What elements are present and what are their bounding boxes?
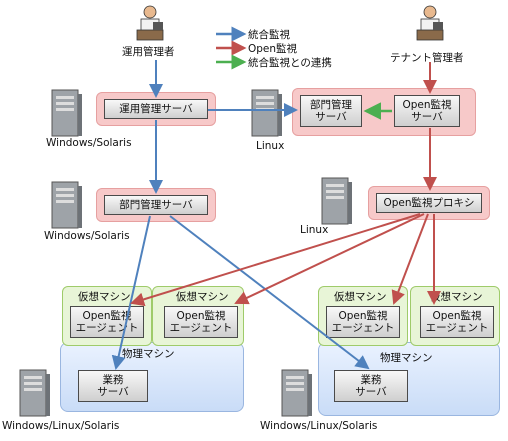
biz-left-line2: サーバ [97, 386, 129, 398]
os-label-wls2: Windows/Linux/Solaris [260, 420, 378, 432]
agent-right-1-line2: エージェント [331, 322, 395, 334]
dept-server-top-line1: 部門管理 [310, 98, 352, 111]
server-tower-icon [320, 176, 354, 229]
server-tower-icon [250, 88, 284, 141]
ops-server-label: 運用管理サーバ [119, 102, 193, 115]
agent-right-2-line1: Open監視 [432, 309, 482, 322]
open-server-line2: サーバ [411, 111, 443, 123]
agent-right-1-line1: Open監視 [338, 309, 388, 322]
open-server-line1: Open監視 [402, 98, 452, 111]
server-tower-icon [280, 368, 314, 421]
agent-left-1-line2: エージェント [75, 322, 139, 334]
server-tower-icon [18, 368, 52, 421]
os-label-linux1: Linux [256, 140, 285, 152]
biz-left-line1: 業務 [102, 373, 124, 386]
os-label-ws2: Windows/Solaris [44, 230, 130, 242]
agent-left-1[interactable]: Open監視 エージェント [70, 306, 144, 338]
vm-left-2-label: 仮想マシン [176, 291, 229, 303]
ops-admin-figure [132, 4, 168, 44]
biz-right-line2: サーバ [355, 386, 387, 398]
agent-left-2[interactable]: Open監視 エージェント [164, 306, 238, 338]
agent-right-2[interactable]: Open監視 エージェント [420, 306, 494, 338]
server-tower-icon [50, 88, 84, 141]
open-monitoring-proxy[interactable]: Open監視プロキシ [376, 193, 482, 213]
physical-label-left: 物理マシン [122, 348, 175, 360]
arrow-proxy-to-agent-left2 [234, 213, 425, 305]
person-icon [136, 5, 164, 41]
vm-right-2-label: 仮想マシン [430, 291, 483, 303]
arrow-proxy-to-agent-left1 [130, 213, 421, 307]
person-icon [416, 5, 444, 41]
biz-right-line1: 業務 [360, 373, 382, 386]
tenant-admin-label: テナント管理者 [390, 52, 464, 64]
dept-server-mid-label: 部門管理サーバ [119, 198, 193, 211]
legend-integrated-label: 統合監視 [248, 29, 290, 41]
agent-left-2-line1: Open監視 [176, 309, 226, 322]
dept-management-server-mid[interactable]: 部門管理サーバ [104, 195, 208, 215]
ops-admin-label: 運用管理者 [122, 46, 175, 58]
tenant-admin-figure [412, 4, 448, 44]
agent-right-2-line2: エージェント [425, 322, 489, 334]
open-proxy-label: Open監視プロキシ [383, 196, 475, 209]
os-label-ws1: Windows/Solaris [46, 137, 132, 149]
business-server-right[interactable]: 業務 サーバ [334, 370, 408, 402]
legend: 統合監視 Open監視 統合監視との連携 [214, 26, 354, 70]
os-label-wls1: Windows/Linux/Solaris [2, 420, 120, 432]
vm-right-1-label: 仮想マシン [334, 291, 387, 303]
agent-right-1[interactable]: Open監視 エージェント [326, 306, 400, 338]
server-tower-icon [50, 180, 84, 233]
dept-server-top-line2: サーバ [315, 111, 347, 123]
arrow-proxy-to-agent-right1 [391, 213, 429, 305]
legend-link-label: 統合監視との連携 [248, 57, 332, 69]
agent-left-1-line1: Open監視 [82, 309, 132, 322]
agent-left-2-line2: エージェント [169, 322, 233, 334]
vm-left-1-label: 仮想マシン [78, 291, 131, 303]
open-monitoring-server[interactable]: Open監視 サーバ [394, 95, 460, 127]
physical-label-right: 物理マシン [380, 352, 433, 364]
arrow-deptmid-to-bizleft [111, 215, 151, 370]
arrow-deptmid-to-bizright [169, 215, 370, 370]
dept-management-server-top[interactable]: 部門管理 サーバ [300, 95, 362, 127]
legend-arrows [216, 26, 247, 70]
os-label-linux2: Linux [300, 224, 329, 236]
legend-open-label: Open監視 [248, 43, 298, 55]
ops-management-server[interactable]: 運用管理サーバ [104, 99, 208, 119]
business-server-left[interactable]: 業務 サーバ [78, 370, 148, 402]
